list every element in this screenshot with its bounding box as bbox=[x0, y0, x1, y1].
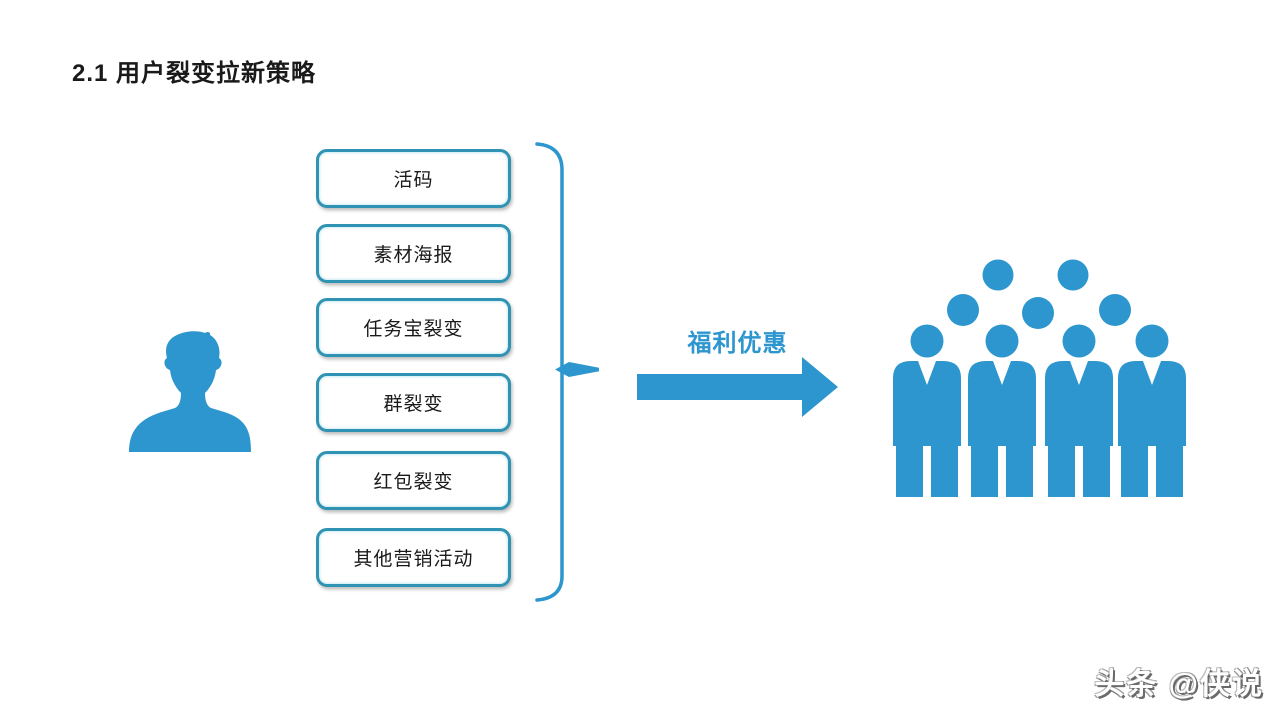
method-box-qun-liebian: 群裂变 bbox=[316, 373, 511, 432]
method-box-huoma: 活码 bbox=[316, 149, 511, 208]
method-label: 素材海报 bbox=[373, 245, 454, 266]
method-box-renwubao-liebian: 任务宝裂变 bbox=[316, 298, 511, 357]
method-box-sucai-haibao: 素材海报 bbox=[316, 224, 511, 283]
right-arrow-icon bbox=[637, 357, 838, 417]
method-box-hongbao-liebian: 红包裂变 bbox=[316, 451, 511, 510]
curly-brace bbox=[535, 142, 599, 602]
method-label: 其他营销活动 bbox=[353, 549, 474, 570]
method-label: 活码 bbox=[393, 170, 434, 191]
method-label: 群裂变 bbox=[383, 394, 444, 415]
watermark: 头条 @侠说 bbox=[1094, 668, 1264, 701]
page-title: 2.1 用户裂变拉新策略 bbox=[72, 60, 317, 87]
arrow-label: 福利优惠 bbox=[687, 330, 788, 357]
method-label: 任务宝裂变 bbox=[363, 319, 464, 340]
method-label: 红包裂变 bbox=[373, 472, 454, 493]
user-group-icon bbox=[893, 259, 1186, 497]
single-user-icon bbox=[129, 331, 251, 452]
method-box-qita-yingxiao: 其他营销活动 bbox=[316, 528, 511, 587]
